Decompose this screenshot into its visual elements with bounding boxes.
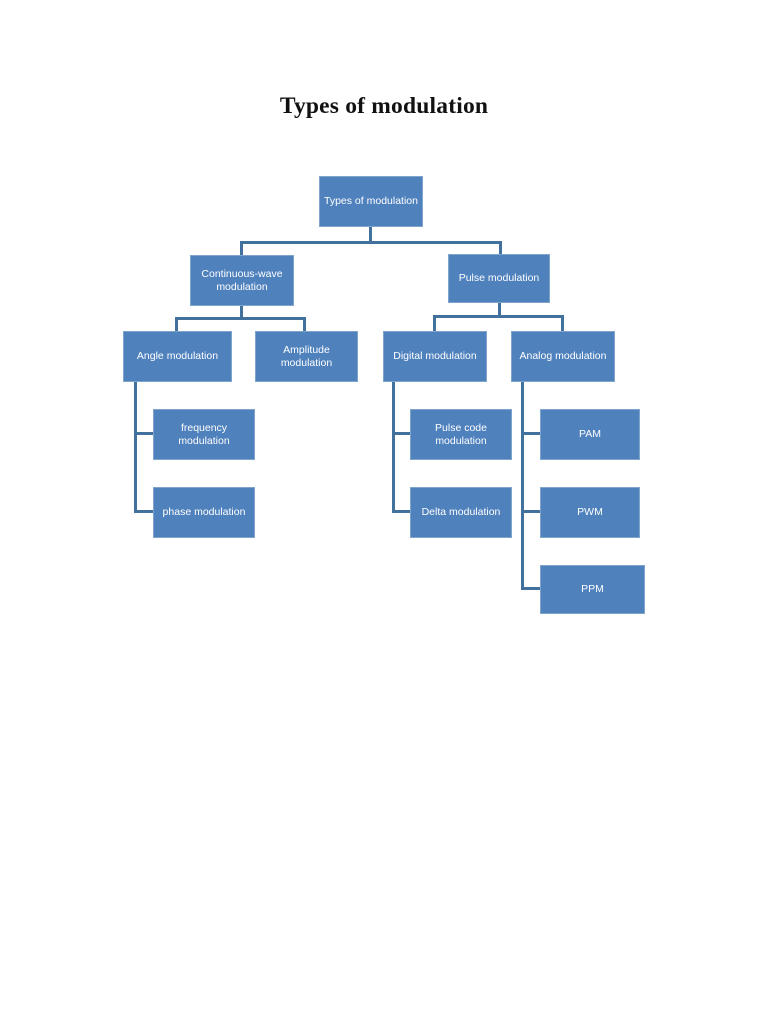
- connector-to-ppm: [521, 587, 542, 590]
- node-ppm[interactable]: PPM: [540, 565, 645, 614]
- connector-to-analog: [561, 315, 564, 331]
- connector-to-digital: [433, 315, 436, 331]
- connector-to-pulse: [499, 241, 502, 255]
- connector-to-frequency: [134, 432, 155, 435]
- node-pam[interactable]: PAM: [540, 409, 640, 460]
- connector-to-continuous-wave: [240, 241, 243, 255]
- node-types-of-modulation[interactable]: Types of modulation: [319, 176, 423, 227]
- connector-to-pwm: [521, 510, 542, 513]
- node-continuous-wave-modulation[interactable]: Continuous-wave modulation: [190, 255, 294, 306]
- node-delta-modulation[interactable]: Delta modulation: [410, 487, 512, 538]
- connector-to-delta: [392, 510, 412, 513]
- page-title: Types of modulation: [279, 93, 489, 119]
- connector-to-pulse-code: [392, 432, 412, 435]
- connector-root-stem: [369, 227, 372, 243]
- node-angle-modulation[interactable]: Angle modulation: [123, 331, 232, 382]
- node-pulse-modulation[interactable]: Pulse modulation: [448, 254, 550, 303]
- connector-to-amplitude: [303, 317, 306, 331]
- connector-pulse-stem: [498, 303, 501, 317]
- node-phase-modulation[interactable]: phase modulation: [153, 487, 255, 538]
- connector-cw-stem: [240, 305, 243, 319]
- node-analog-modulation[interactable]: Analog modulation: [511, 331, 615, 382]
- connector-pulse-bus: [433, 315, 564, 318]
- node-amplitude-modulation[interactable]: Amplitude modulation: [255, 331, 358, 382]
- node-digital-modulation[interactable]: Digital modulation: [383, 331, 487, 382]
- connector-level2-bus: [240, 241, 502, 244]
- connector-to-pam: [521, 432, 542, 435]
- connector-to-angle: [175, 317, 178, 331]
- node-pulse-code-modulation[interactable]: Pulse code modulation: [410, 409, 512, 460]
- connector-to-phase: [134, 510, 155, 513]
- node-frequency-modulation[interactable]: frequency modulation: [153, 409, 255, 460]
- connector-digital-rail: [392, 382, 395, 513]
- connector-cw-bus: [175, 317, 306, 320]
- node-pwm[interactable]: PWM: [540, 487, 640, 538]
- connector-analog-rail: [521, 382, 524, 590]
- connector-angle-rail: [134, 382, 137, 513]
